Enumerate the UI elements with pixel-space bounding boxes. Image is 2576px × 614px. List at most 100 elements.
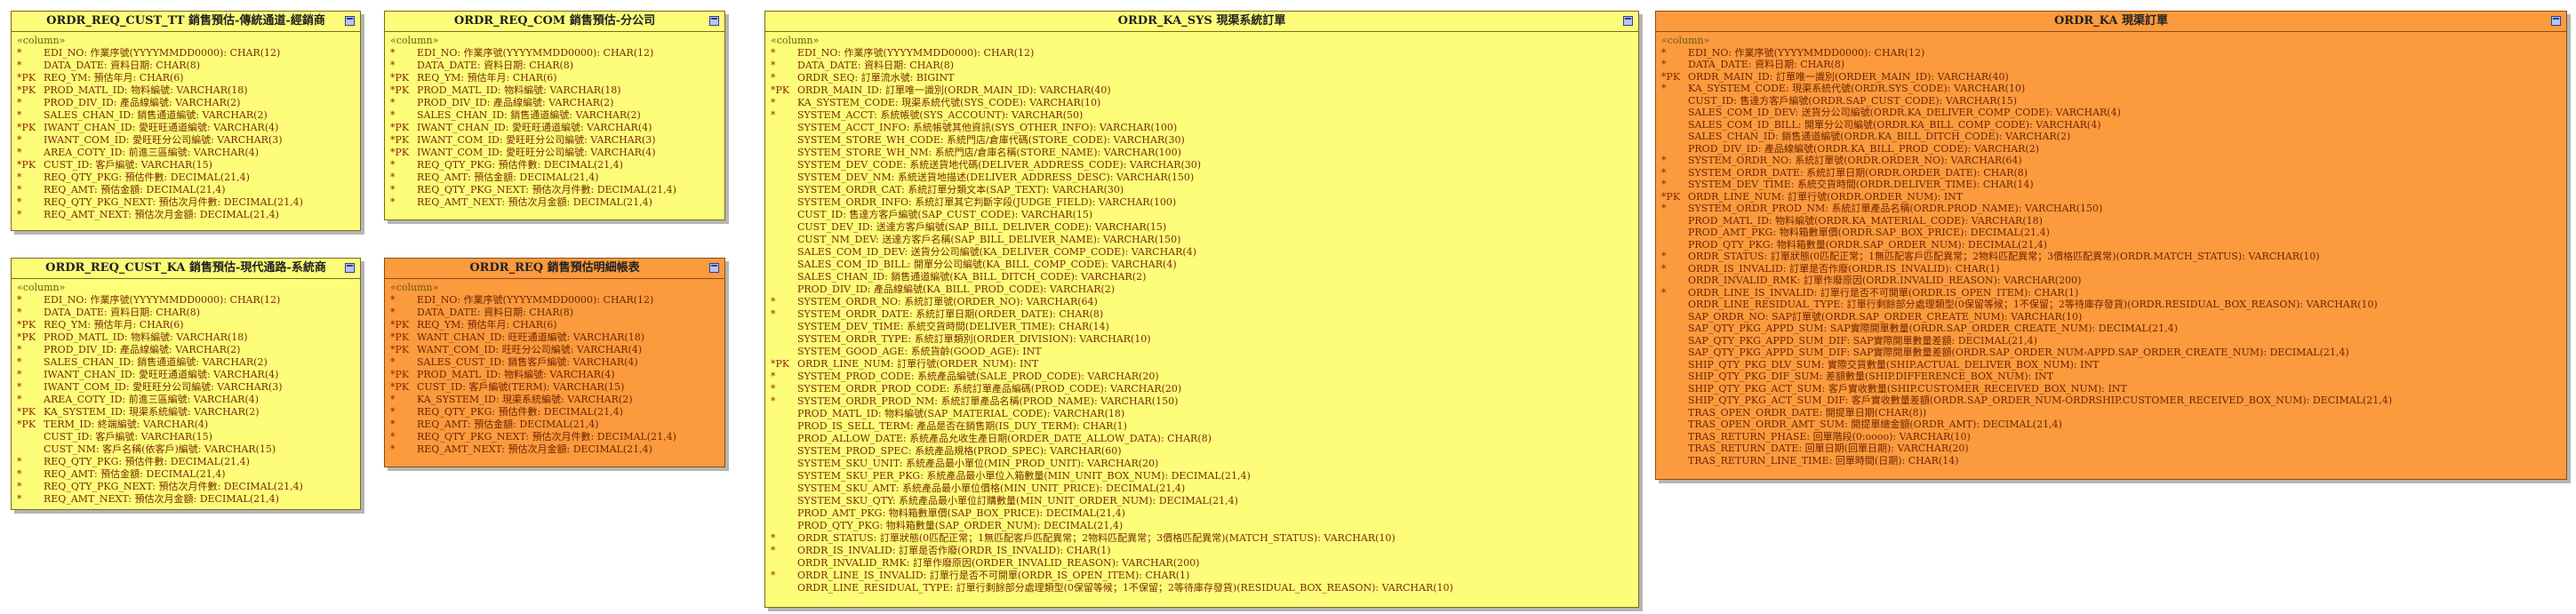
key-marker: *PK [1661, 70, 1681, 83]
key-marker: * [771, 72, 776, 84]
column-row: *EDI_NO: 作業序號(YYYYMMDD0000): CHAR(12) [17, 47, 355, 60]
column-definition: SYSTEM_GOOD_AGE: 系統貨齡(GOOD_AGE): INT [797, 346, 1042, 357]
key-marker [1661, 431, 1688, 443]
key-marker [1661, 323, 1688, 335]
key-marker: * [17, 196, 22, 208]
column-row: TRAS_RETURN_DATE: 回單日期(回單日期): VARCHAR(20… [1661, 443, 2561, 455]
key-marker: *PK [17, 122, 36, 133]
entity-ordr-req-cust-ka[interactable]: ORDR_REQ_CUST_KA 銷售預估-現代通路-系統商 «column»*… [11, 258, 361, 510]
column-row: ORDR_INVALID_RMK: 訂單作廢原因(ORDR.INVALID_RE… [1661, 275, 2561, 287]
key-marker [1661, 311, 1688, 323]
column-definition: EDI_NO: 作業序號(YYYYMMDD0000): CHAR(12) [417, 294, 654, 306]
column-row: * KA_SYSTEM_CODE: 現渠系統代號(SYS_CODE): VARCH… [771, 97, 1633, 109]
column-row: TRAS_RETURN_LINE_TIME: 回單時間(日期): CHAR(14… [1661, 455, 2561, 467]
column-row: *DATA_DATE: 資料日期: CHAR(8) [771, 60, 1633, 72]
column-row: *DATA_DATE: 資料日期: CHAR(8) [390, 60, 719, 72]
key-marker: * [17, 369, 22, 380]
entity-ordr-req-com[interactable]: ORDR_REQ_COM 銷售預估-分公司 «column»*EDI_NO: 作… [384, 11, 725, 220]
entity-ordr-req[interactable]: ORDR_REQ 銷售預估明細帳表 «column»*EDI_NO: 作業序號(… [384, 258, 725, 467]
key-marker: * [390, 196, 396, 208]
column-definition: DATA_DATE: 資料日期: CHAR(8) [1688, 59, 1845, 70]
key-marker [771, 259, 797, 271]
entity-ordr-ka[interactable]: ORDR_KA 現渠訂單 «column»*EDI_NO: 作業序號(YYYYM… [1655, 11, 2567, 480]
column-definition: REQ_QTY_PKG_NEXT: 預估次月件數: DECIMAL(21,4) [44, 481, 303, 492]
column-definition: REQ_AMT: 預估金額: DECIMAL(21,4) [44, 468, 226, 480]
key-marker: * [17, 134, 22, 146]
entity-title-text: ORDR_KA_SYS 現渠系統訂單 [1117, 14, 1286, 28]
column-definition: DATA_DATE: 資料日期: CHAR(8) [44, 307, 201, 318]
column-row: *SYSTEM_ACCT: 系統帳號(SYS_ACCOUNT): VARCHAR… [771, 109, 1633, 122]
entity-title: ORDR_KA 現渠訂單 [1656, 12, 2566, 32]
key-marker [1661, 443, 1688, 455]
column-definition: ORDR_IS_INVALID: 訂單是否作廢(ORDR.IS_INVALID)… [1688, 262, 2000, 275]
column-row: *REQ_QTY_PKG_NEXT: 預估次月件數: DECIMAL(21,4) [17, 481, 355, 493]
column-row: *REQ_AMT: 預估金額: DECIMAL(21,4) [390, 419, 719, 431]
key-marker [1661, 239, 1688, 251]
column-definition: PROD_DIV_ID: 產品線編號(KA_BILL_PROD_CODE): V… [797, 283, 1116, 295]
key-marker: *PK [17, 72, 36, 84]
entity-title: ORDR_KA_SYS 現渠系統訂單 [765, 12, 1638, 32]
column-definition: CUST_ID: 售達方客戶編號(ORDR.SAP_CUST_CODE): VA… [1688, 94, 2018, 107]
column-row: SHIP_QTY_PKG_ACT_SUM_DIF: 客戶實收數量差額(ORDR.… [1661, 395, 2561, 407]
key-marker [1661, 407, 1688, 419]
column-definition: TRAS_RETURN_DATE: 回單日期(回單日期): VARCHAR(20… [1688, 443, 1969, 454]
column-definition: REQ_QTY_PKG_NEXT: 預估次月件數: DECIMAL(21,4) [417, 184, 676, 195]
column-row: SYSTEM_STORE_WH_NM: 系統門店/倉庫名稱(STORE_NAME… [771, 147, 1633, 159]
column-definition: PROD_DIV_ID: 產品線編號: VARCHAR(2) [44, 344, 241, 355]
column-row: SAP_QTY_PKG_APPD_SUM: SAP實際開單數量(ORDR.SAP… [1661, 323, 2561, 335]
column-definition: PROD_DIV_ID: 產品線編號(ORDR.KA_BILL_PROD_COD… [1688, 142, 2039, 155]
column-definition: TRAS_RETURN_PHASE: 回單階段(0:oooo): VARCHAR… [1688, 430, 1971, 443]
key-marker: *PK [390, 331, 410, 343]
entity-title: ORDR_REQ_COM 銷售預估-分公司 [385, 12, 724, 32]
key-marker [771, 159, 797, 171]
column-definition: REQ_YM: 預估年月: CHAR(6) [417, 319, 557, 331]
column-definition: SALES_COM_ID_BILL: 開單分公司編號(KA_BILL_COMP_… [797, 259, 1177, 270]
entity-title-text: ORDR_REQ_CUST_TT 銷售預估-傳統通道-經銷商 [46, 14, 325, 28]
table-icon [1623, 16, 1633, 26]
key-marker [771, 557, 797, 570]
column-row: *EDI_NO: 作業序號(YYYYMMDD0000): CHAR(12) [390, 47, 719, 60]
key-marker: * [17, 307, 22, 318]
column-row: *SALES_CUST_ID: 銷售客戶編號: VARCHAR(4) [390, 356, 719, 369]
column-row: *SALES_CHAN_ID: 銷售通道編號: VARCHAR(2) [17, 356, 355, 369]
column-row: *REQ_AMT_NEXT: 預估次月金額: DECIMAL(21,4) [17, 493, 355, 506]
key-marker: * [390, 159, 396, 171]
key-marker: * [17, 209, 22, 220]
key-marker: * [390, 443, 396, 455]
column-row: *REQ_AMT: 預估金額: DECIMAL(21,4) [390, 171, 719, 184]
column-definition: PROD_MATL_ID: 物料編號: VARCHAR(4) [417, 369, 615, 380]
key-marker [1661, 95, 1688, 108]
key-marker: * [771, 97, 776, 108]
column-definition: IWANT_CHAN_ID: 愛旺旺通道編號: VARCHAR(4) [44, 369, 279, 380]
column-definition: ORDR_INVALID_RMK: 訂單作廢原因(ORDR.INVALID_RE… [1688, 275, 2082, 286]
entity-ordr-req-cust-tt[interactable]: ORDR_REQ_CUST_TT 銷售預估-傳統通道-經銷商 «column»*… [11, 11, 361, 231]
key-marker [1661, 359, 1688, 371]
key-marker: * [17, 381, 22, 393]
column-definition: KA_SYSTEM_CODE: 現渠系統代號(SYS_CODE): VARCHA… [797, 97, 1101, 108]
key-marker [771, 445, 797, 458]
column-row: *SYSTEM_ORDR_DATE: 系統訂單日期(ORDER_DATE): C… [771, 308, 1633, 321]
column-definition: CUST_ID: 客戶編號(TERM): VARCHAR(15) [417, 381, 625, 393]
key-marker: *PK [390, 84, 410, 96]
column-definition: AREA_COTY_ID: 前進三區編號: VARCHAR(4) [44, 147, 260, 158]
column-row: *SYSTEM_ORDR_NO: 系統訂單號(ORDER_NO): VARCHA… [771, 296, 1633, 308]
key-marker: * [390, 47, 396, 59]
column-definition: SYSTEM_PROD_CODE: 系統產品編號(SALE_PROD_CODE)… [797, 371, 1159, 382]
column-definition: PROD_MATL_ID: 物料編號: VARCHAR(18) [44, 84, 248, 96]
column-row: SAP_QTY_PKG_APPD_SUM_DIF: SAP實際開單數量差額(OR… [1661, 347, 2561, 359]
column-definition: ORDR_LINE_RESIDUAL_TYPE: 訂單行剩餘部分處理類型(0保留… [1688, 299, 2378, 310]
entity-ordr-ka-sys[interactable]: ORDR_KA_SYS 現渠系統訂單 «column»*EDI_NO: 作業序號… [764, 11, 1639, 608]
key-marker: * [390, 431, 396, 443]
column-definition: IWANT_CHAN_ID: 愛旺旺通道編號: VARCHAR(4) [417, 122, 652, 133]
key-marker [771, 184, 797, 196]
columns-label: «column» [390, 35, 439, 46]
column-definition: REQ_AMT: 預估金額: DECIMAL(21,4) [44, 184, 226, 195]
column-row: *SYSTEM_ORDR_NO: 系統訂單號(ORDR.ORDER_NO): V… [1661, 155, 2561, 167]
column-row: CUST_NM_DEV: 送達方客戶名稱(SAP_BILL_DELIVER_NA… [771, 234, 1633, 246]
column-row: ORDR_LINE_RESIDUAL_TYPE: 訂單行剩餘部分處理類型(0保留… [771, 582, 1633, 594]
column-row: SYSTEM_DEV_TIME: 系統交貨時間(DELIVER_TIME): C… [771, 321, 1633, 333]
column-row: SYSTEM_ACCT_INFO: 系統帳號其他資訊(SYS_OTHER_INF… [771, 122, 1633, 134]
